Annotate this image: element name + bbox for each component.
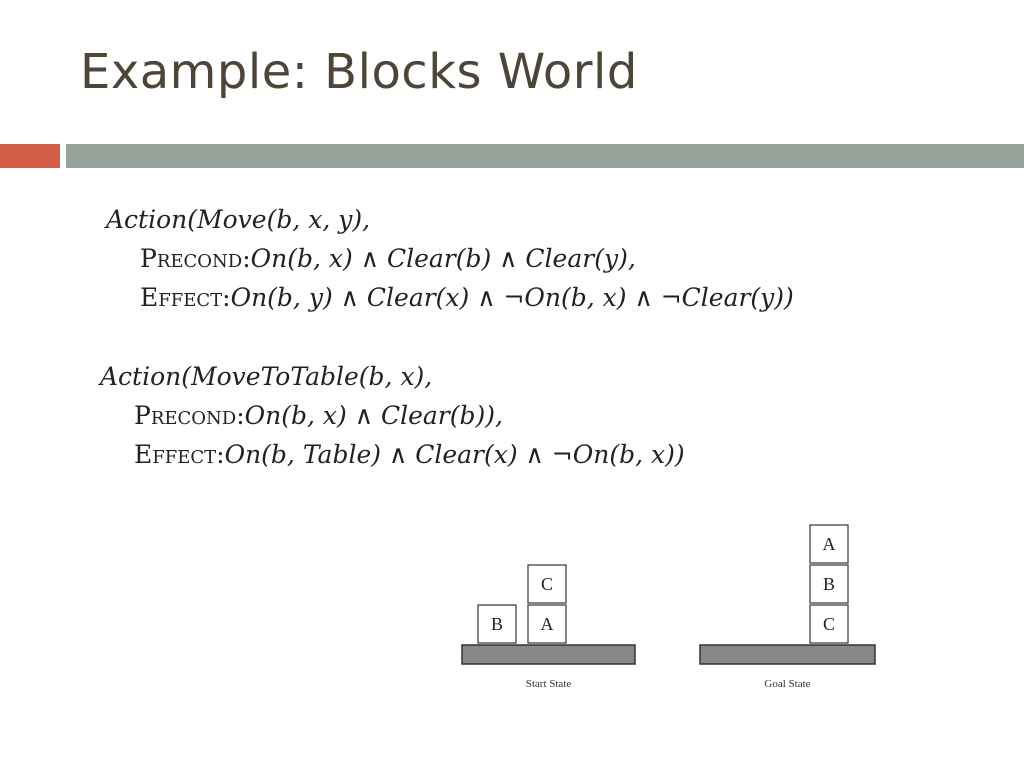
block-c (527, 564, 567, 604)
effect-formula: On(b, Table) ∧ Clear(x) ∧ ¬On(b, x)) (224, 440, 685, 469)
title-accent-bar (0, 144, 60, 168)
move-action-definition: Action(Move(b, x, y), Precond:On(b, x) ∧… (106, 200, 794, 317)
action-signature: Action(MoveToTable(b, x), (100, 362, 433, 391)
block-label: A (541, 614, 554, 634)
action-signature: Action(Move(b, x, y), (106, 205, 371, 234)
effect-formula: On(b, y) ∧ Clear(x) ∧ ¬On(b, x) ∧ ¬Clear… (230, 283, 794, 312)
block-label: C (823, 614, 835, 634)
effect-line: Effect:On(b, y) ∧ Clear(x) ∧ ¬On(b, x) ∧… (106, 278, 794, 317)
slide-title: Example: Blocks World (80, 44, 638, 100)
precond-formula: On(b, x) ∧ Clear(b)), (244, 401, 503, 430)
block-c (809, 604, 849, 644)
block-a (809, 524, 849, 564)
block-b (477, 604, 517, 644)
title-divider-bar (66, 144, 1024, 168)
block-a (527, 604, 567, 644)
effect-label: Effect: (140, 283, 231, 312)
block-label: B (491, 614, 503, 634)
block-label: A (823, 534, 836, 554)
goal-state-table (699, 644, 876, 665)
goal-state-label: Goal State (764, 678, 810, 690)
effect-label: Effect: (134, 440, 225, 469)
precond-label: Precond: (140, 244, 251, 273)
start-state-table (461, 644, 636, 665)
block-b (809, 564, 849, 604)
precond-label: Precond: (134, 401, 245, 430)
block-label: C (541, 574, 553, 594)
move-to-table-action-definition: Action(MoveToTable(b, x), Precond:On(b, … (100, 357, 685, 474)
precondition-line: Precond:On(b, x) ∧ Clear(b)), (100, 396, 685, 435)
precondition-line: Precond:On(b, x) ∧ Clear(b) ∧ Clear(y), (106, 239, 794, 278)
effect-line: Effect:On(b, Table) ∧ Clear(x) ∧ ¬On(b, … (100, 435, 685, 474)
precond-formula: On(b, x) ∧ Clear(b) ∧ Clear(y), (250, 244, 636, 273)
start-state-label: Start State (526, 678, 572, 690)
block-label: B (823, 574, 835, 594)
